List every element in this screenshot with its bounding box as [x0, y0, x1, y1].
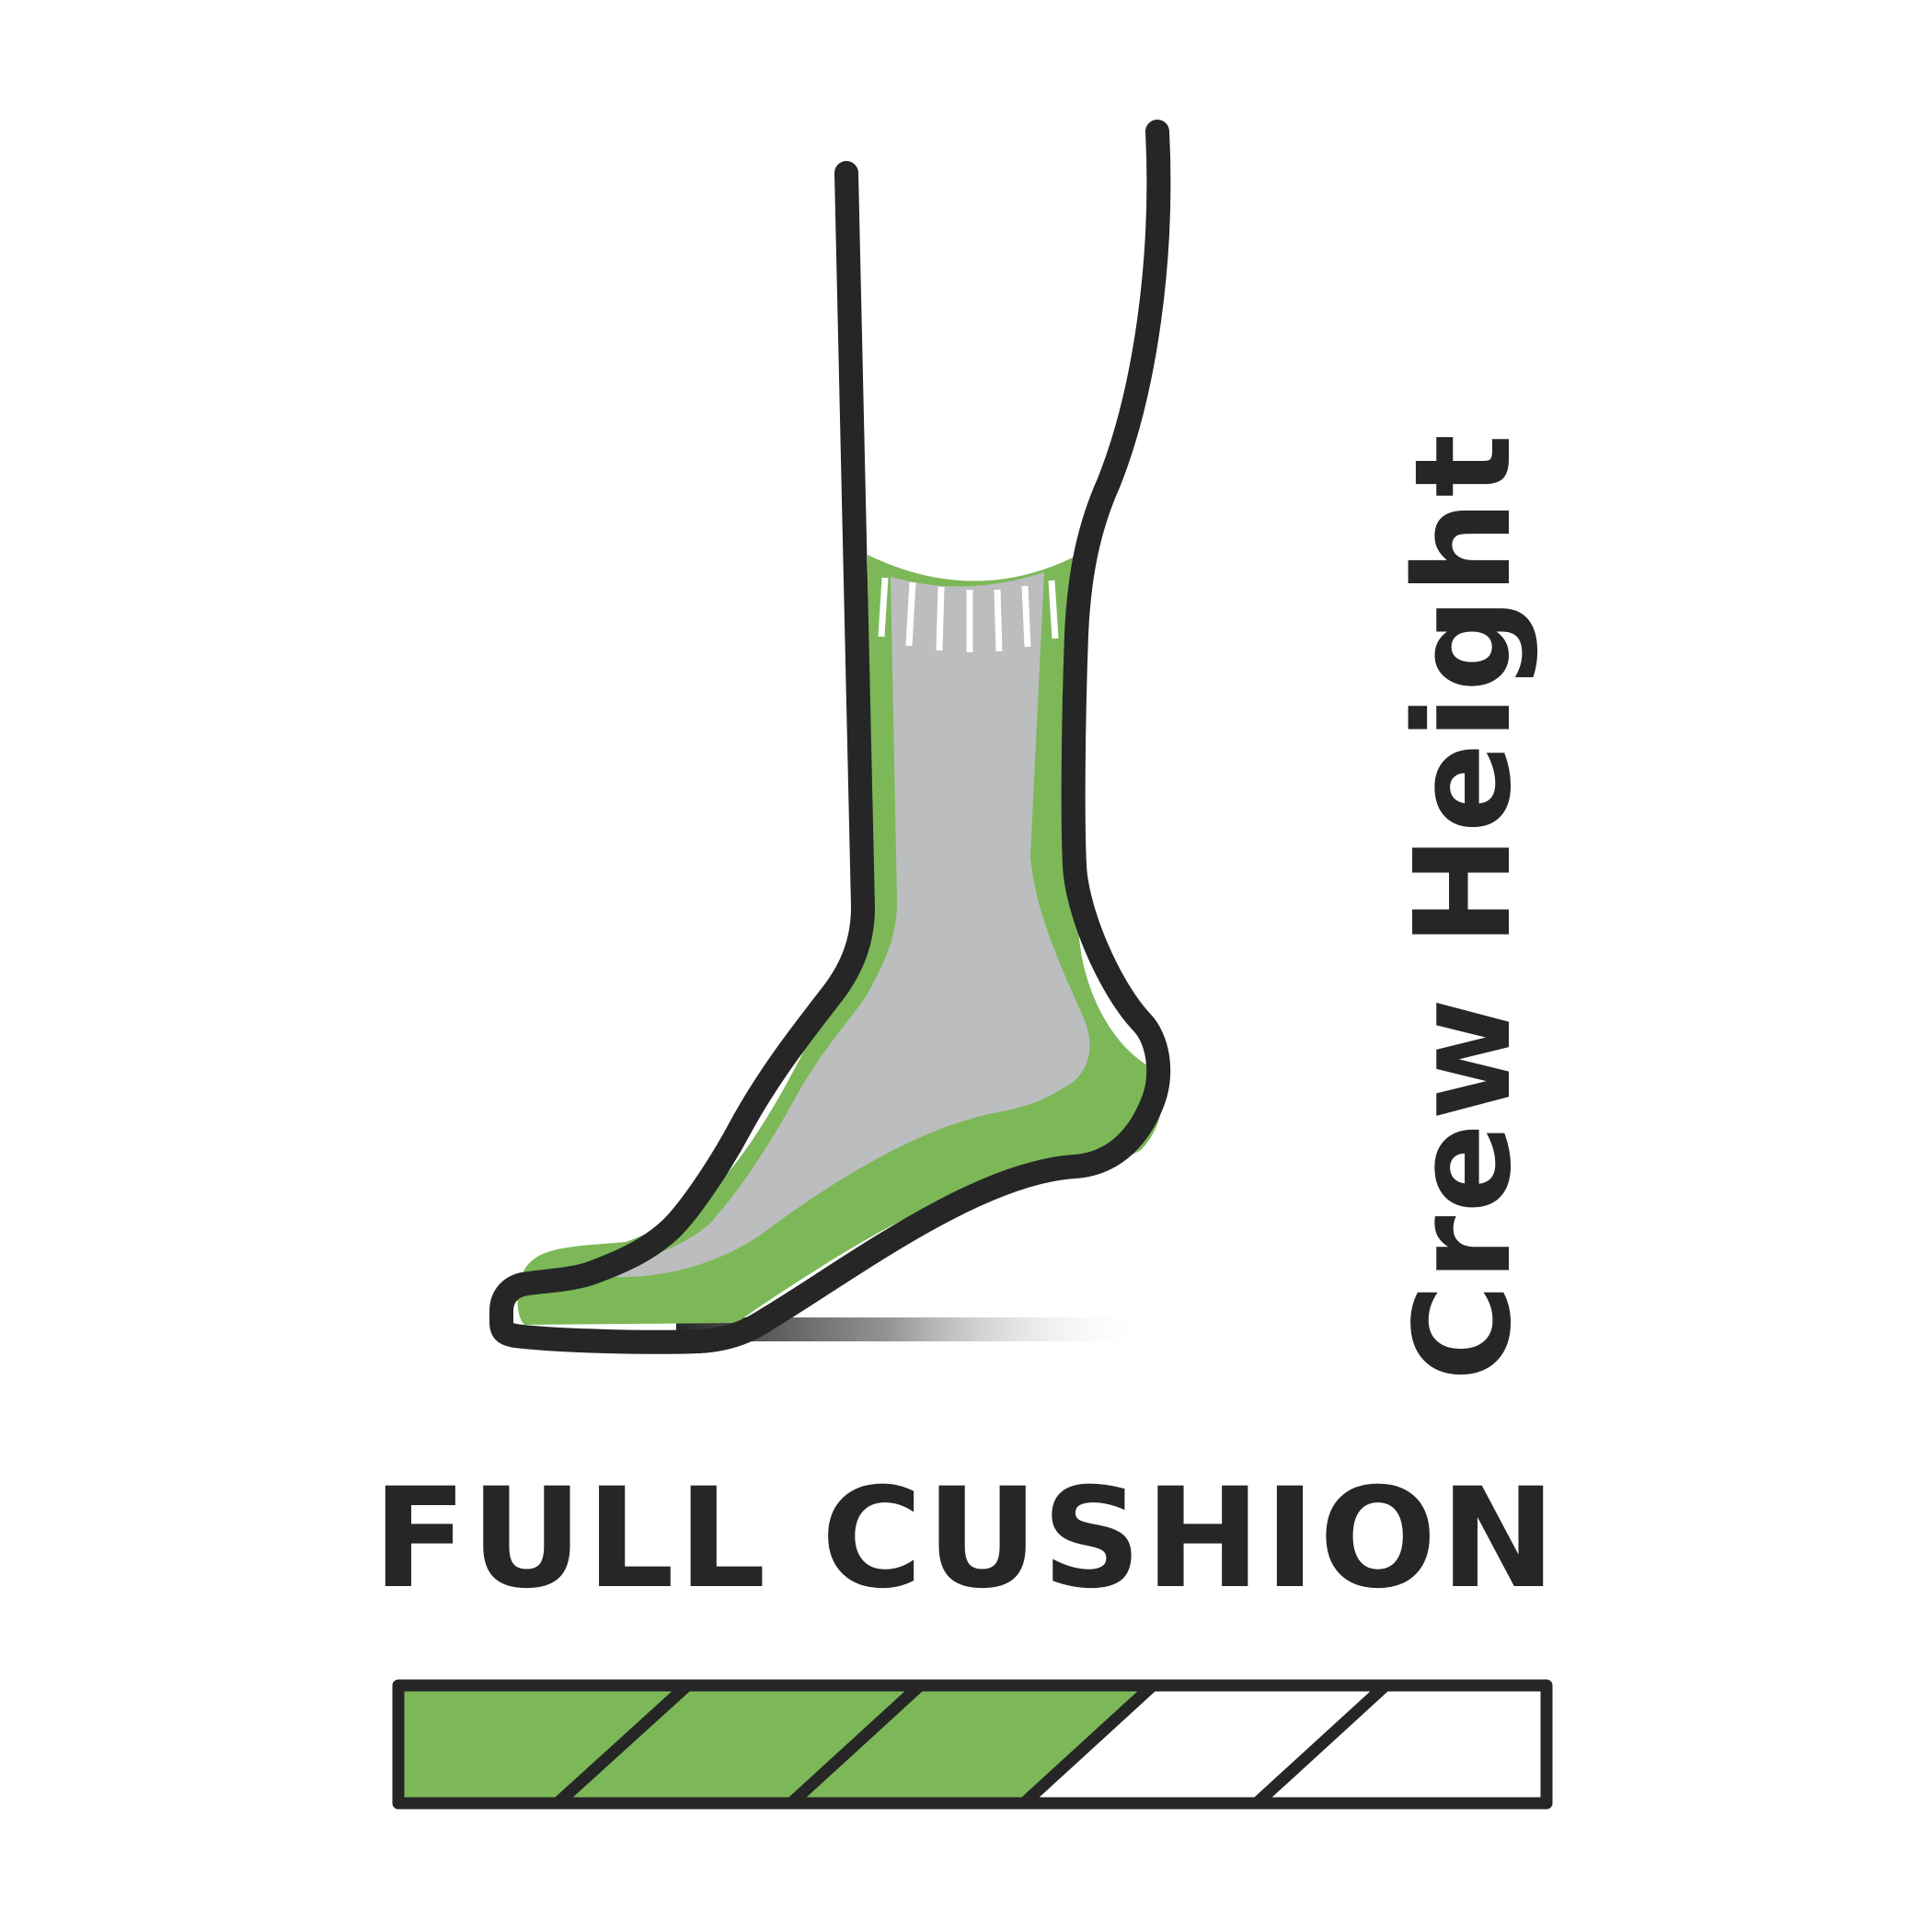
sock-height-label: Crew Height: [1386, 431, 1540, 1382]
cushion-divider: [787, 1681, 925, 1808]
cushion-divider: [1019, 1681, 1157, 1808]
cushion-meter-frame: [392, 1679, 1553, 1810]
cushion-level-label: FULL CUSHION: [373, 1459, 1559, 1619]
leg-outline: [489, 120, 1171, 1354]
cuff-ribbing: [878, 577, 1059, 652]
cushion-meter: [392, 1679, 1553, 1810]
sock-grey-fill: [602, 572, 1090, 1278]
cushion-fill-2: [558, 1685, 920, 1803]
cushion-fill-1: [398, 1685, 687, 1803]
cushion-fill-4: [1024, 1685, 1386, 1803]
cushion-fill-3: [791, 1685, 1153, 1803]
cushion-divider: [553, 1681, 692, 1808]
cushion-divider: [1252, 1681, 1390, 1808]
cushion-fill-5: [1257, 1685, 1547, 1803]
